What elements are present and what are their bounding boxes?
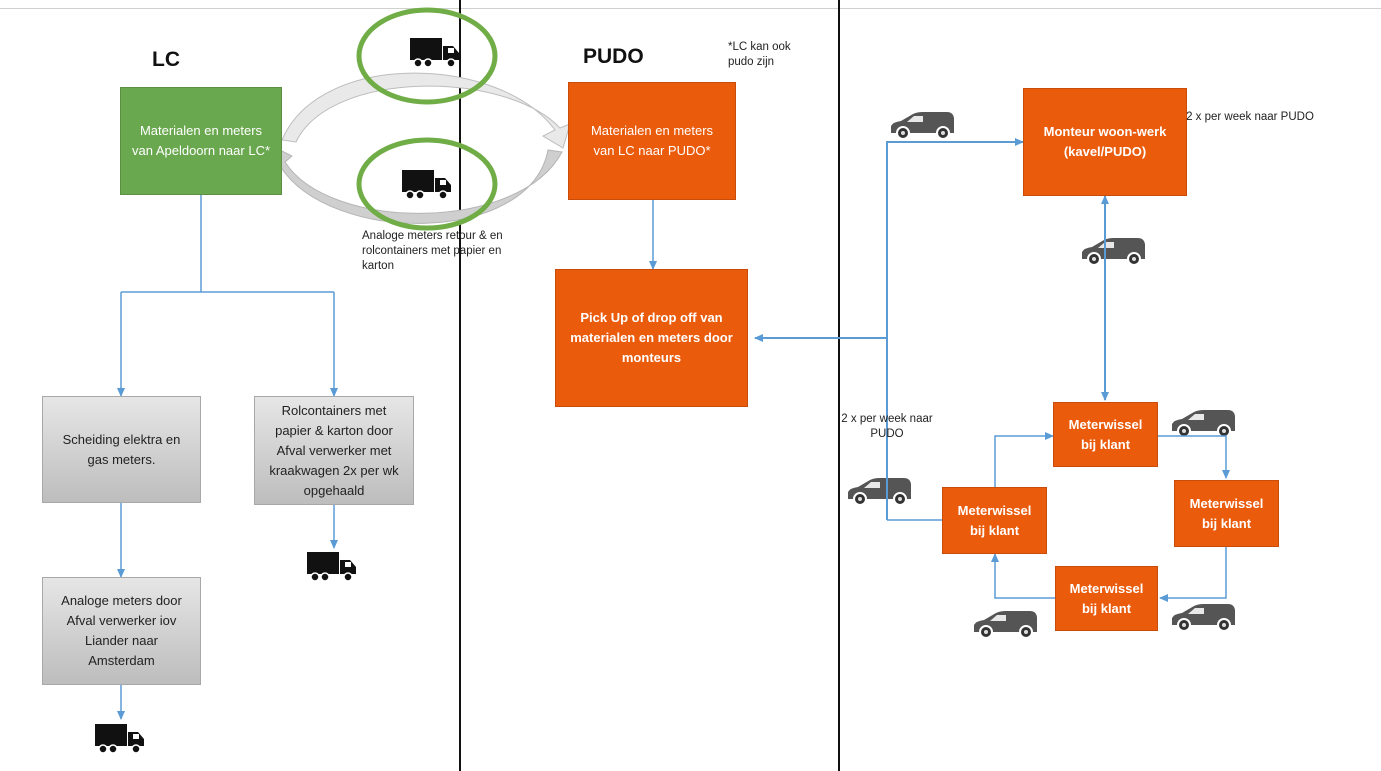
meterwissel-text: Meterwissel bij klant: [957, 502, 1032, 538]
pudo-materials-box: Materialen en meters van LC naar PUDO*: [568, 82, 736, 200]
van-icon: [1171, 603, 1236, 632]
pudo-heading: PUDO: [583, 45, 644, 68]
meterwissel-left-box: Meterwissel bij klant: [942, 487, 1047, 554]
column-divider-right: [838, 0, 840, 771]
pudo-materials-text: Materialen en meters van LC naar PUDO*: [590, 123, 714, 158]
truck-icon: [95, 723, 145, 754]
lc-heading: LC: [152, 48, 180, 71]
column-divider-left: [459, 0, 461, 771]
lc-pudo-note: *LC kan ook pudo zijn: [728, 41, 791, 68]
return-flow-note: Analoge meters retour & en rolcontainers…: [362, 230, 503, 272]
pickup-text: Pick Up of drop off van materialen en me…: [570, 310, 733, 365]
separation-text: Scheiding elektra en gas meters.: [62, 431, 181, 467]
rolcontainers-text: Rolcontainers met papier & karton door A…: [269, 402, 399, 498]
meterwissel-text: Meterwissel bij klant: [1069, 580, 1144, 616]
van-icon: [847, 477, 912, 506]
analog-meters-text: Analoge meters door Afval verwerker iov …: [61, 593, 182, 668]
van-icon: [1081, 237, 1146, 266]
van-icon: [890, 111, 955, 140]
lc-materials-text: Materialen en meters van Apeldoorn naar …: [131, 123, 271, 158]
cycle-arrow: [994, 432, 1054, 487]
meterwissel-bottom-box: Meterwissel bij klant: [1055, 566, 1158, 631]
truck-ellipse-bottom: [356, 137, 498, 231]
truck-icon: [307, 551, 357, 582]
cycle-arrow: [1158, 435, 1230, 479]
arrow-to-monteur: [886, 138, 1024, 520]
meterwissel-right-box: Meterwissel bij klant: [1174, 480, 1279, 547]
separation-box: Scheiding elektra en gas meters.: [42, 396, 201, 503]
meterwissel-top-box: Meterwissel bij klant: [1053, 402, 1158, 467]
cycle-arrow: [991, 553, 1055, 599]
weekly-note-bottom: 2 x per week naar PUDO: [841, 413, 933, 440]
meterwissel-text: Meterwissel bij klant: [1189, 495, 1264, 531]
truck-icon: [402, 169, 452, 200]
truck-icon: [410, 37, 460, 68]
truck-ellipse-top: [356, 7, 498, 105]
van-icon: [973, 610, 1038, 639]
monteur-text: Monteur woon-werk (kavel/PUDO): [1043, 124, 1167, 159]
cycle-arrow: [1159, 547, 1227, 602]
rolcontainers-box: Rolcontainers met papier & karton door A…: [254, 396, 414, 505]
top-border: [0, 8, 1381, 9]
monteur-box: Monteur woon-werk (kavel/PUDO): [1023, 88, 1187, 196]
circular-flow-arrows: [271, 72, 571, 224]
weekly-note-top: 2 x per week naar PUDO: [1186, 111, 1314, 123]
pickup-box: Pick Up of drop off van materialen en me…: [555, 269, 748, 407]
meterwissel-text: Meterwissel bij klant: [1068, 416, 1143, 452]
lc-materials-box: Materialen en meters van Apeldoorn naar …: [120, 87, 282, 195]
analog-meters-box: Analoge meters door Afval verwerker iov …: [42, 577, 201, 685]
van-icon: [1171, 409, 1236, 438]
